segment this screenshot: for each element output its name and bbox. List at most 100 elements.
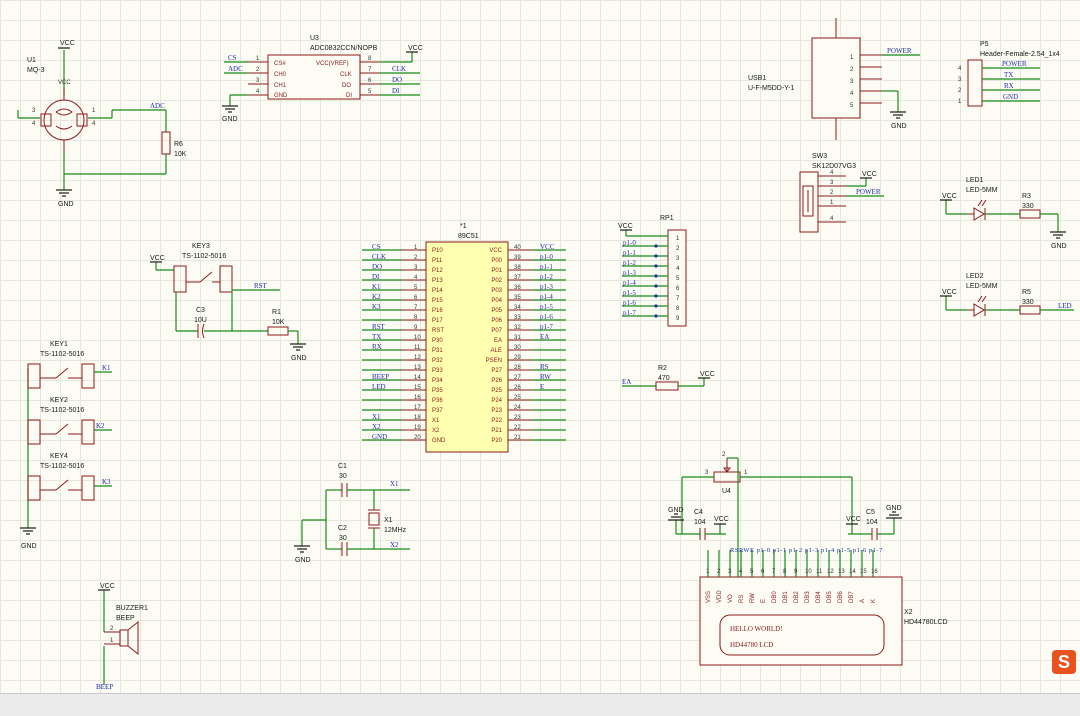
r1-resistor[interactable]: R1 10K <box>267 309 299 344</box>
key3-reset-button[interactable]: KEY3 TS-1102-5016 <box>155 243 280 331</box>
svg-text:VCC: VCC <box>862 171 877 178</box>
rp1-pin-number: 6 <box>676 286 680 292</box>
rp1-pin-number: 4 <box>676 266 680 272</box>
lcd-pin-number: 9 <box>794 569 798 575</box>
c2-value: 30 <box>339 535 347 542</box>
c3-capacitor[interactable]: C3 10U <box>176 307 268 339</box>
mcu-pin-number: 29 <box>514 355 521 361</box>
key4-button[interactable]: KEY4 TS-1102-5016 <box>27 453 112 501</box>
mcu-pin-name: P17 <box>432 318 443 324</box>
mcu-pin-number: 28 <box>514 365 521 371</box>
buzzer1-ref: BUZZER1 <box>116 605 148 612</box>
mcu-pin-name: P11 <box>432 258 443 264</box>
schematic-canvas[interactable]: U1 MQ-3 VCC 34 14 VCC GND ADC R6 10K <box>0 0 1080 693</box>
junction-dot <box>654 304 658 308</box>
u3-adc[interactable]: U3 ADC0832CCN/NOPB CS# CH0 CH1 GND VCC(V… <box>224 35 420 106</box>
c5-capacitor[interactable]: C5 104 <box>848 509 895 540</box>
mcu-pin-name: P30 <box>432 338 443 344</box>
svg-text:4: 4 <box>958 66 962 72</box>
c1-capacitor[interactable]: C1 30 <box>326 463 410 497</box>
svg-text:5: 5 <box>850 103 854 109</box>
mcu-pin-name: P36 <box>432 398 443 404</box>
svg-text:CLK: CLK <box>340 72 352 78</box>
lcd-screen <box>719 614 885 656</box>
mcu-net-label: GND <box>372 433 387 441</box>
key1-ref: KEY1 <box>50 341 68 348</box>
mcu-pin-name: P04 <box>491 298 502 304</box>
net-rx-p5: RX <box>1004 82 1014 90</box>
key1-button[interactable]: KEY1 TS-1102-5016 <box>27 341 112 389</box>
rp1-net-label: p1-7 <box>623 309 636 317</box>
c1-value: 30 <box>339 473 347 480</box>
rp1-pin-number: 9 <box>676 316 680 322</box>
led2[interactable]: LED2 LED-5MM <box>945 273 1020 317</box>
junction-dot <box>654 314 658 318</box>
mcu-net-label: E <box>540 383 544 391</box>
u1-gas-sensor[interactable]: U1 MQ-3 VCC 34 14 <box>17 50 166 190</box>
junction-dot <box>654 244 658 248</box>
lcd-pin-number: 3 <box>728 569 732 575</box>
mcu-net-label: LED <box>372 383 386 391</box>
svg-text:8: 8 <box>368 56 372 62</box>
lcd-pin-name: DB7 <box>849 591 855 603</box>
mcu-net-label: K1 <box>372 283 381 291</box>
r5-resistor[interactable]: R5 330 <box>1019 289 1074 315</box>
c4-capacitor[interactable]: C4 104 <box>675 509 726 540</box>
svg-text:1: 1 <box>110 638 114 644</box>
net-x2-crystal: X2 <box>390 541 399 549</box>
mcu-pin-name: P22 <box>491 418 502 424</box>
gnd-symbol-r1: GND <box>290 343 307 362</box>
lcd-pin-name: A <box>860 599 866 603</box>
svg-text:VCC: VCC <box>408 45 423 52</box>
led1[interactable]: LED1 LED-5MM <box>945 177 1020 221</box>
mcu-net-label: K2 <box>372 293 381 301</box>
svg-text:3: 3 <box>850 79 854 85</box>
mcu-pin-name: P35 <box>432 388 443 394</box>
svg-text:VCC: VCC <box>942 289 957 296</box>
mcu-pin-number: 4 <box>414 275 418 281</box>
led1-value: LED-5MM <box>966 187 998 194</box>
rp1-net-label: p1-5 <box>623 289 636 297</box>
u3-value: ADC0832CCN/NOPB <box>310 45 378 52</box>
gnd-symbol-r3: GND <box>1050 231 1067 250</box>
vcc-symbol-c5: VCC <box>846 516 861 525</box>
key2-button[interactable]: KEY2 TS-1102-5016 <box>27 397 112 445</box>
u1-value: MQ-3 <box>27 67 45 74</box>
vcc-symbol-c4: VCC <box>714 516 729 525</box>
r2-resistor[interactable]: R2 470 <box>622 365 705 391</box>
svg-text:3: 3 <box>256 78 260 84</box>
mcu-pin-number: 21 <box>514 435 521 441</box>
svg-text:VCC: VCC <box>618 223 633 230</box>
rp1-resistor-pack[interactable]: RP1 p1-0p1-1p1-2p1-3p1-4p1-5p1-6p1-71234… <box>622 215 687 327</box>
mcu-pin-number: 10 <box>414 335 421 341</box>
mcu-pin-name: P31 <box>432 348 443 354</box>
r3-resistor[interactable]: R3 330 <box>1019 193 1059 232</box>
x1-crystal[interactable]: X1 12MHz <box>368 490 407 549</box>
p5-value: Header-Female-2.54_1x4 <box>980 51 1060 58</box>
mcu-net-label: BEEP <box>372 373 389 381</box>
mcu-net-label: p1-1 <box>540 263 553 271</box>
svg-text:4: 4 <box>830 170 834 176</box>
svg-text:3: 3 <box>958 77 962 83</box>
mcu-pin-number: 16 <box>414 395 421 401</box>
svg-text:4: 4 <box>256 89 260 95</box>
rp1-pin-number: 5 <box>676 276 680 282</box>
net-x1-crystal: X1 <box>390 480 399 488</box>
r6-resistor[interactable]: R6 10K <box>161 110 187 174</box>
app-logo-icon: S <box>1052 650 1076 674</box>
c2-capacitor[interactable]: C2 30 <box>326 525 410 556</box>
x2-lcd-module[interactable]: X2 HD44780LCD VSS1VDD2VO3RS4RW5E6DB07DB1… <box>699 547 948 666</box>
mcu-pin-number: 35 <box>514 295 521 301</box>
mcu-pin-number: 2 <box>414 255 418 261</box>
gnd-label: GND <box>58 201 74 208</box>
net-tx-p5: TX <box>1004 71 1013 79</box>
svg-text:GND: GND <box>891 123 907 130</box>
svg-text:GND: GND <box>21 543 37 550</box>
buzzer1[interactable]: BUZZER1 BEEP 21 <box>103 590 148 685</box>
svg-text:2: 2 <box>958 88 962 94</box>
